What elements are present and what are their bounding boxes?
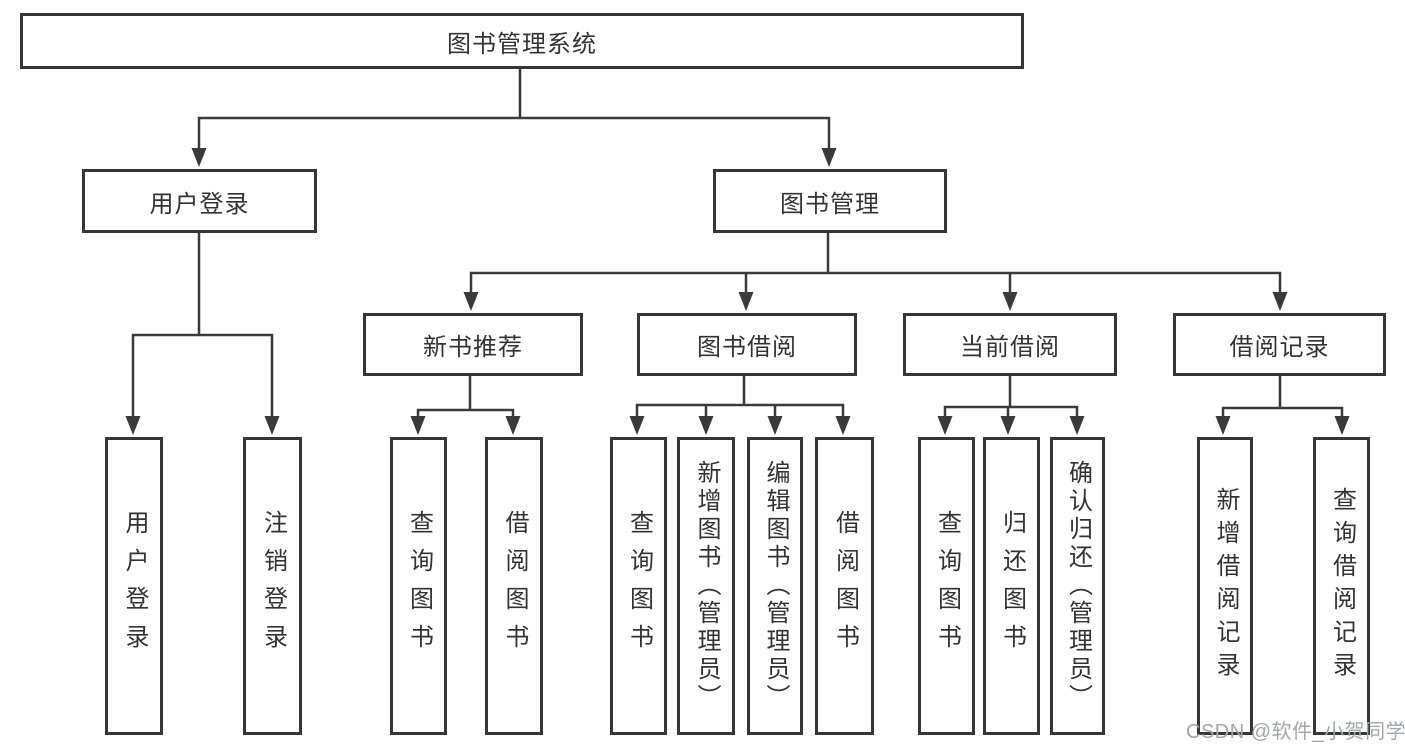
leaf-recommend-query-book: 查询图书 xyxy=(390,437,447,735)
node-label: 用户登录 xyxy=(121,510,148,662)
node-label: 借阅图书 xyxy=(831,510,859,662)
node-label: 确认归还（管理员） xyxy=(1064,460,1092,712)
arrow-down-icon xyxy=(264,416,280,435)
node-label: 查询借阅记录 xyxy=(1328,487,1356,685)
arrow-down-icon xyxy=(1272,292,1288,311)
leaf-add-book-admin: 新增图书（管理员） xyxy=(677,437,735,735)
node-label: 查询图书 xyxy=(933,510,961,662)
leaf-return-book: 归还图书 xyxy=(983,437,1040,735)
node-label: 图书管理系统 xyxy=(447,30,597,58)
watermark: CSDN @软件_小贺同学 xyxy=(1186,721,1405,743)
node-current-borrow: 当前借阅 xyxy=(903,313,1117,376)
connectors xyxy=(131,67,1344,420)
arrow-down-icon xyxy=(125,416,141,435)
leaf-edit-book-admin: 编辑图书（管理员） xyxy=(747,437,803,735)
connector xyxy=(1221,374,1344,420)
connector xyxy=(469,231,1282,296)
leaf-borrow-book: 借阅图书 xyxy=(815,437,874,735)
leaf-logout: 注销登录 xyxy=(243,437,302,735)
arrow-down-icon xyxy=(1000,416,1016,435)
node-new-book-recommend: 新书推荐 xyxy=(363,313,583,376)
node-label: 借阅图书 xyxy=(501,510,528,662)
leaf-query-borrow-record: 查询借阅记录 xyxy=(1313,437,1370,735)
arrow-down-icon xyxy=(1334,416,1350,435)
node-label: 归还图书 xyxy=(998,510,1026,662)
node-label: 借阅记录 xyxy=(1229,334,1330,361)
node-label: 查询图书 xyxy=(625,510,653,662)
arrow-down-icon xyxy=(698,416,714,435)
arrow-down-icon xyxy=(505,416,521,435)
leaf-add-borrow-record: 新增借阅记录 xyxy=(1197,437,1253,735)
node-borrow-record: 借阅记录 xyxy=(1173,313,1386,376)
node-label: 注销登录 xyxy=(259,510,287,662)
node-label: 图书借阅 xyxy=(697,334,797,361)
leaf-user-login: 用户登录 xyxy=(105,437,163,735)
leaf-current-query-book: 查询图书 xyxy=(918,437,975,735)
connector xyxy=(131,231,274,420)
node-label: 查询图书 xyxy=(405,510,433,662)
leaf-recommend-borrow-book: 借阅图书 xyxy=(485,437,543,735)
leaf-confirm-return-admin: 确认归还（管理员） xyxy=(1050,437,1105,735)
node-label: 当前借阅 xyxy=(960,334,1060,361)
node-book-borrow: 图书借阅 xyxy=(637,313,857,376)
arrowhead-icons xyxy=(125,148,1350,435)
node-label: 图书管理 xyxy=(780,190,880,218)
node-label: 编辑图书（管理员） xyxy=(762,460,789,712)
arrow-down-icon xyxy=(463,292,479,311)
arrow-down-icon xyxy=(937,416,953,435)
connector xyxy=(416,374,515,420)
arrow-down-icon xyxy=(1215,416,1231,435)
node-root: 图书管理系统 xyxy=(20,13,1024,69)
leaf-borrow-query-book: 查询图书 xyxy=(610,437,667,735)
arrow-down-icon xyxy=(191,148,207,167)
arrow-down-icon xyxy=(738,292,754,311)
arrow-down-icon xyxy=(821,148,837,167)
connector xyxy=(635,374,845,420)
node-book-management: 图书管理 xyxy=(713,169,947,233)
arrow-down-icon xyxy=(767,416,783,435)
arrow-down-icon xyxy=(1002,292,1018,311)
node-label: 新书推荐 xyxy=(423,334,523,361)
node-label: 新增借阅记录 xyxy=(1212,487,1239,685)
arrow-down-icon xyxy=(1069,416,1085,435)
node-label: 用户登录 xyxy=(149,190,250,218)
arrow-down-icon xyxy=(835,416,851,435)
node-user-login: 用户登录 xyxy=(82,169,317,233)
connector xyxy=(943,374,1079,420)
node-label: 新增图书（管理员） xyxy=(693,460,720,712)
connector xyxy=(197,67,831,152)
arrow-down-icon xyxy=(629,416,645,435)
arrow-down-icon xyxy=(410,416,426,435)
